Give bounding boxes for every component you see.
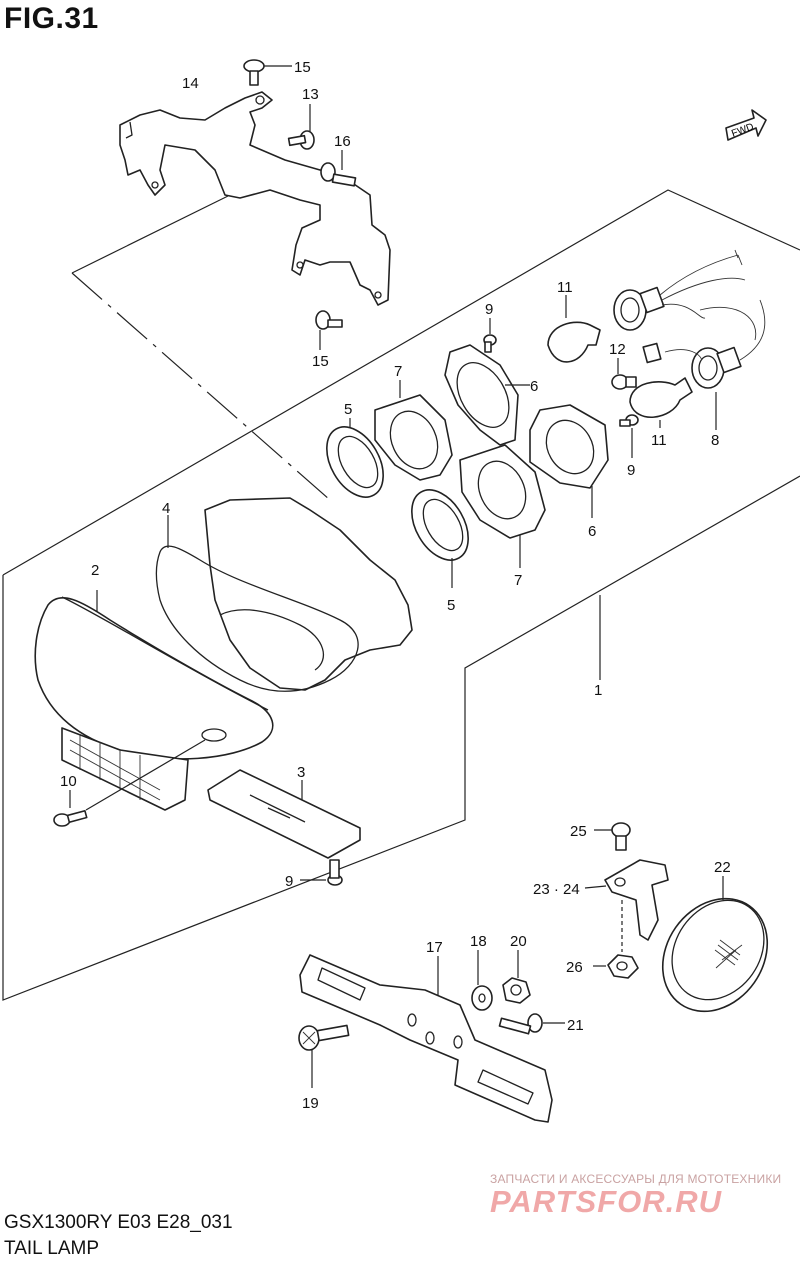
part-4-lamp-housing <box>155 497 413 692</box>
part-11-bulb-lower <box>629 377 693 428</box>
part-21-bolt <box>498 1013 565 1035</box>
callout-9-middle: 9 <box>627 462 635 479</box>
callout-26: 26 <box>566 959 583 976</box>
callout-1: 1 <box>594 682 602 699</box>
callout-6-lower: 6 <box>588 523 596 540</box>
part-22-reflector <box>661 876 769 1013</box>
callout-20: 20 <box>510 933 527 950</box>
callout-15-top: 15 <box>294 59 311 76</box>
part-8-wiring-harness <box>613 249 766 430</box>
part-7-socket-upper <box>374 380 453 481</box>
part-26-nut <box>593 900 639 979</box>
part-25-screw <box>594 822 631 851</box>
figure-title: FIG.31 <box>4 2 99 35</box>
part-19-screw <box>298 1024 350 1088</box>
part-11-bulb-upper <box>547 295 601 363</box>
callout-23-24: 23 · 24 <box>533 881 580 898</box>
assembly-outline <box>2 189 800 1001</box>
callout-17: 17 <box>426 939 443 956</box>
part-5-ring-lower <box>411 489 469 588</box>
part-10-screw <box>53 739 206 827</box>
callout-14: 14 <box>182 75 199 92</box>
part-6-gasket-upper <box>444 344 530 446</box>
part-20-nut <box>502 950 531 1004</box>
callout-16: 16 <box>334 133 351 150</box>
callout-5-upper: 5 <box>344 401 352 418</box>
callout-5-lower: 5 <box>447 597 455 614</box>
fwd-arrow-icon: FWD <box>725 109 767 141</box>
part-15-screw-bottom <box>315 310 343 350</box>
model-code: GSX1300RY E03 E28_031 <box>4 1212 233 1233</box>
part-3-reflector-plate <box>207 769 361 859</box>
part-16-bolt <box>320 150 357 187</box>
part-15-screw-top <box>243 59 292 86</box>
watermark-tagline: ЗАПЧАСТИ И АКСЕССУАРЫ ДЛЯ МОТОТЕХНИКИ <box>490 1172 782 1186</box>
fwd-label: FWD <box>730 122 755 140</box>
callout-11-upper: 11 <box>557 279 573 296</box>
callout-19: 19 <box>302 1095 319 1112</box>
watermark-logo: PARTSFOR.RU <box>490 1184 723 1219</box>
callout-18: 18 <box>470 933 487 950</box>
part-23-24-bracket <box>584 859 669 941</box>
callout-4: 4 <box>162 500 170 517</box>
part-18-washer <box>471 950 493 1011</box>
part-5-ring-upper <box>326 418 384 498</box>
callout-labels: 15 14 13 16 15 9 11 12 7 6 5 8 9 11 6 4 … <box>60 59 731 1112</box>
callout-7-lower: 7 <box>514 572 522 589</box>
part-14-bracket <box>119 91 391 306</box>
callout-9-lower: 9 <box>285 873 293 890</box>
callout-11-lower: 11 <box>651 432 667 449</box>
callout-12: 12 <box>609 341 626 358</box>
part-17-plate-bracket <box>299 954 553 1123</box>
part-6-gasket-lower <box>529 404 609 518</box>
part-9-screw-middle <box>619 414 639 458</box>
part-9-screw-lower <box>300 859 343 886</box>
callout-6-upper: 6 <box>530 378 538 395</box>
callout-22: 22 <box>714 859 731 876</box>
callout-25: 25 <box>570 823 587 840</box>
callout-7-upper: 7 <box>394 363 402 380</box>
callout-21: 21 <box>567 1017 584 1034</box>
part-9-screw-upper <box>483 318 497 353</box>
part-2-lens <box>34 590 274 811</box>
callout-3: 3 <box>297 764 305 781</box>
part-7-socket-lower <box>459 444 546 568</box>
callout-2: 2 <box>91 562 99 579</box>
section-name: TAIL LAMP <box>4 1238 100 1259</box>
part-13-screw <box>287 104 315 150</box>
callout-15-bottom: 15 <box>312 353 329 370</box>
callout-8: 8 <box>711 432 719 449</box>
callout-13: 13 <box>302 86 319 103</box>
callout-9-upper: 9 <box>485 301 493 318</box>
callout-10: 10 <box>60 773 77 790</box>
part-12-bulb-small <box>611 358 637 390</box>
